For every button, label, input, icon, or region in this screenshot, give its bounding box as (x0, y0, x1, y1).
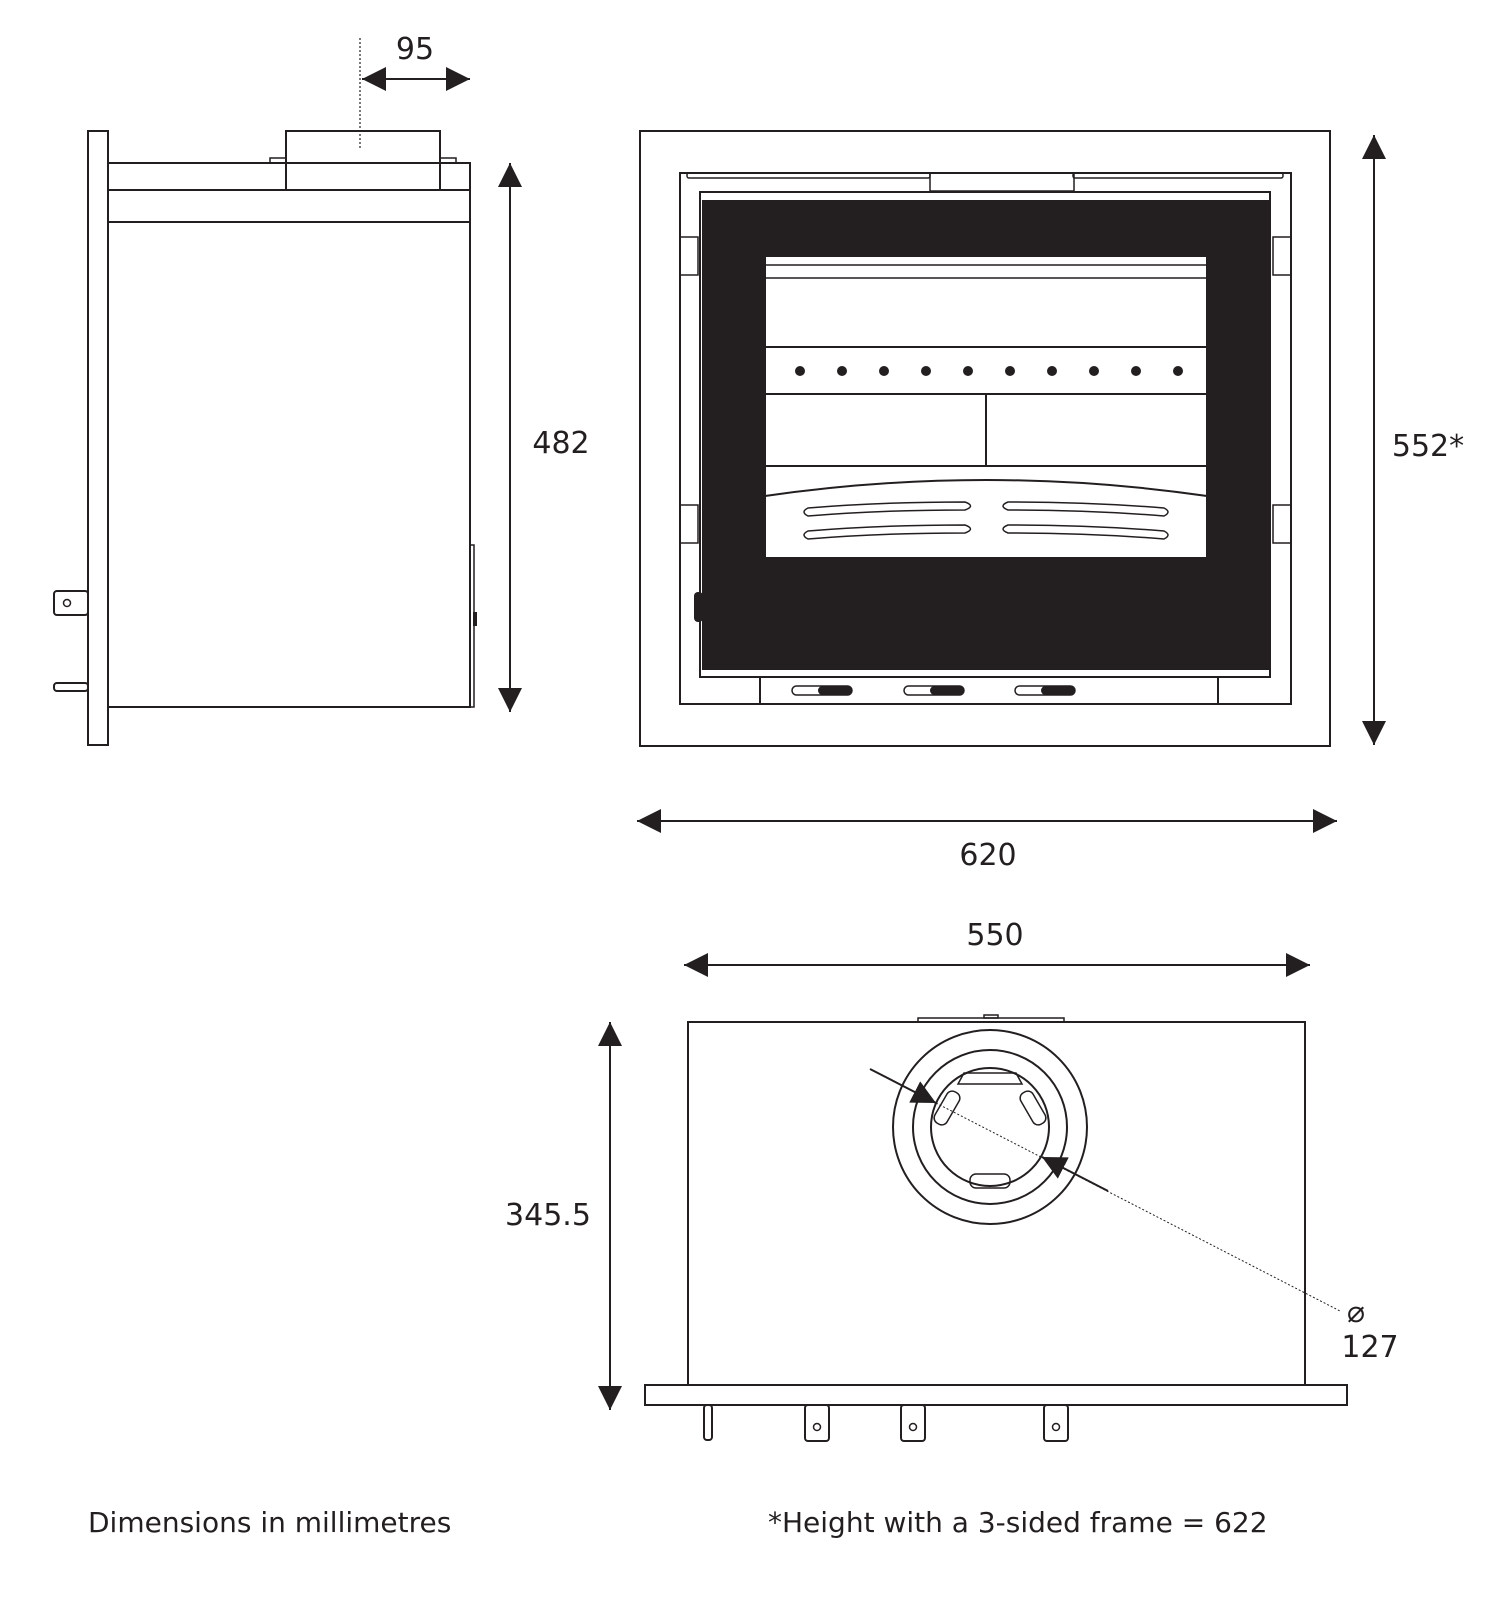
side-view (53, 38, 477, 746)
front-width-dimension: 620 (637, 809, 1337, 873)
diameter-symbol: ⌀ (1347, 1295, 1365, 1330)
front-height-dimension: 552* (1362, 135, 1464, 745)
units-note: Dimensions in millimetres (88, 1506, 451, 1539)
flue-diameter-label: 127 (1341, 1330, 1398, 1365)
top-view (644, 1014, 1348, 1442)
frame-height-note: *Height with a 3-sided frame = 622 (768, 1506, 1268, 1539)
front-width-label: 620 (959, 838, 1016, 873)
top-width-dimension: 550 (684, 918, 1310, 977)
top-width-label: 550 (966, 918, 1023, 953)
front-view (639, 130, 1331, 747)
air-control-sliders (791, 685, 1076, 696)
side-height-label: 482 (532, 426, 589, 461)
flue-offset-dimension: 95 (362, 32, 470, 91)
top-depth-label: 345.5 (505, 1198, 591, 1233)
air-holes (795, 366, 1183, 376)
top-depth-dimension: 345.5 (505, 1022, 622, 1410)
flue-diameter-dimension: ⌀ 127 (869, 1068, 1399, 1365)
flue-offset-label: 95 (396, 32, 434, 67)
side-height-dimension: 482 (498, 163, 590, 712)
front-height-label: 552* (1392, 429, 1464, 464)
